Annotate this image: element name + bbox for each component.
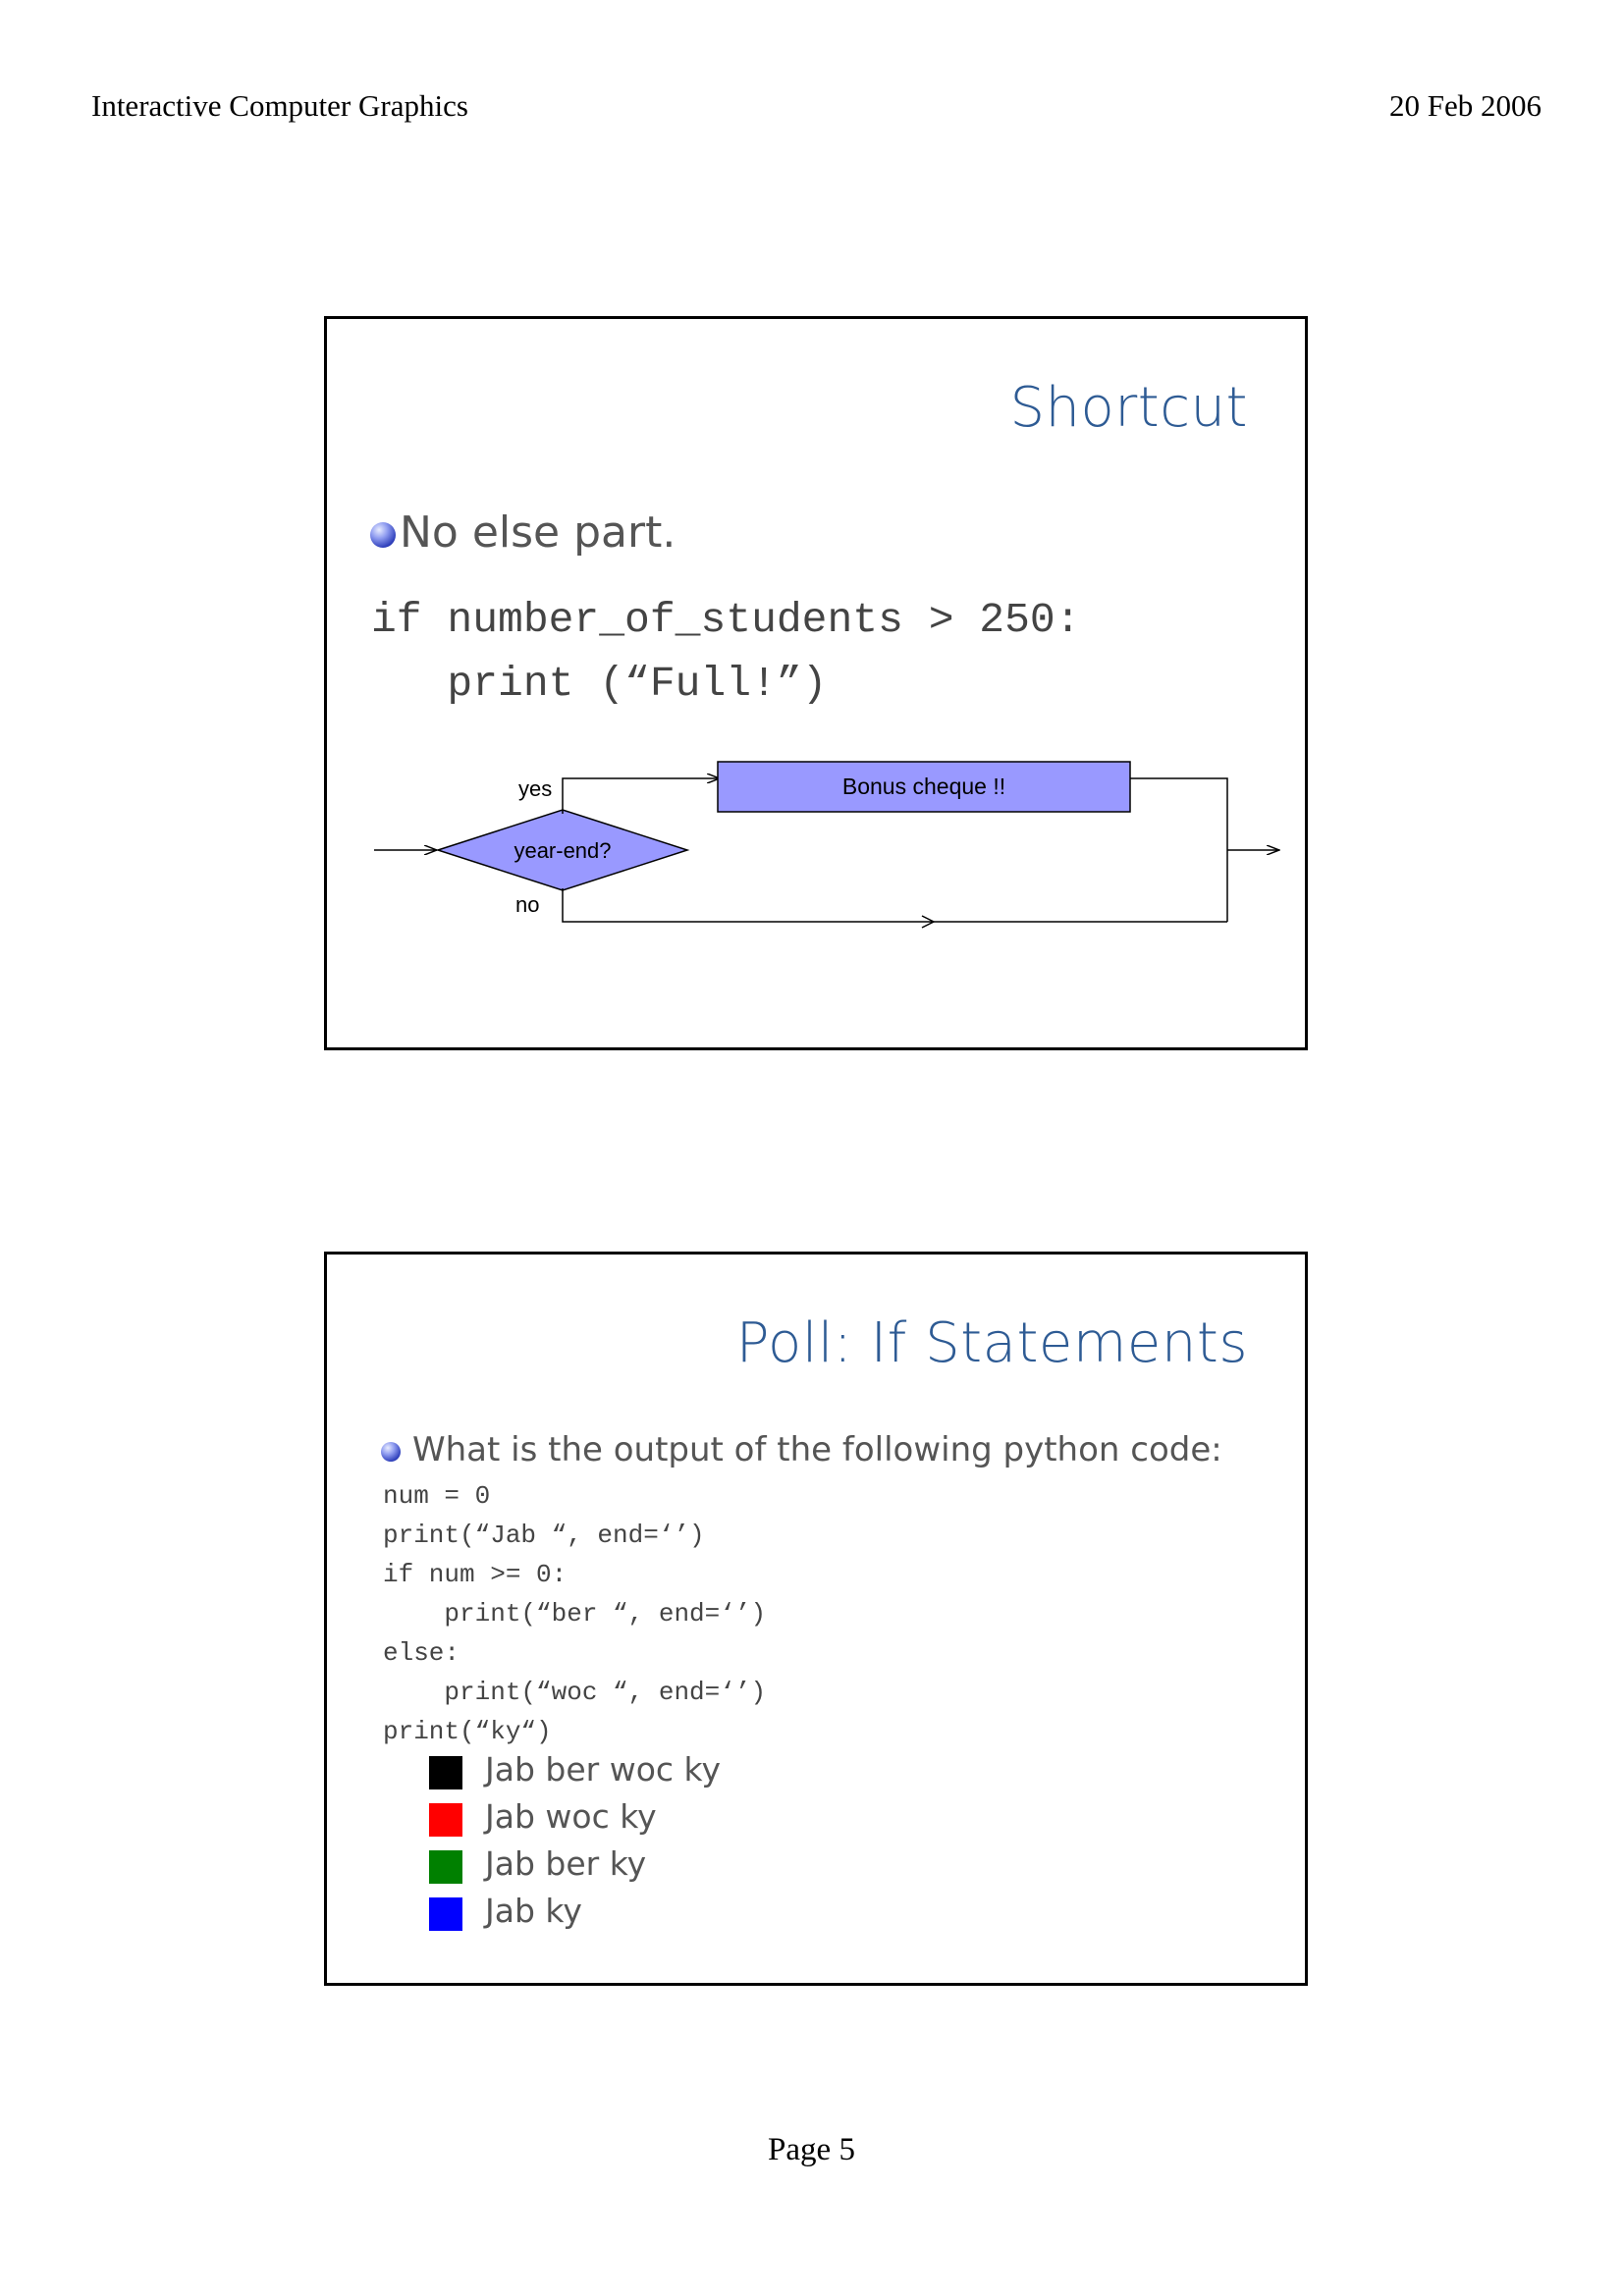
color-square-icon <box>429 1803 462 1837</box>
poll-option-label: Jab ber woc ky <box>485 1750 721 1789</box>
color-square-icon <box>429 1850 462 1884</box>
decision-label: year-end? <box>514 838 611 863</box>
bullet-ball-icon <box>381 1441 401 1462</box>
yes-path <box>562 778 720 814</box>
code-line: print(“woc “, end=‘’) <box>383 1678 767 1707</box>
bullet-text: No else part. <box>400 507 676 558</box>
code-line-1: if number_of_students > 250: <box>371 596 1081 644</box>
code-line: num = 0 <box>383 1481 491 1511</box>
color-square-icon <box>429 1756 462 1789</box>
yes-label: yes <box>518 776 552 801</box>
code-line: print(“Jab “, end=‘’) <box>383 1521 705 1550</box>
action-label: Bonus cheque !! <box>842 774 1005 799</box>
bullet-item: No else part. <box>370 507 676 558</box>
poll-option-label: Jab ber ky <box>485 1844 647 1883</box>
code-line-2: print (“Full!”) <box>371 660 828 708</box>
bullet-text: What is the output of the following pyth… <box>412 1430 1222 1469</box>
color-square-icon <box>429 1897 462 1931</box>
merge-path-top <box>1130 777 1228 922</box>
flowchart: year-end? yes Bonus cheque !! no <box>374 761 1305 929</box>
slide-title: Poll: If Statements <box>735 1311 1248 1375</box>
slide-shortcut: Shortcut No else part. if number_of_stud… <box>324 316 1308 1050</box>
page-number: Page 5 <box>768 2132 855 2167</box>
no-path <box>562 888 1227 923</box>
bullet-ball-icon <box>370 522 396 548</box>
code-line: if num >= 0: <box>383 1560 568 1589</box>
code-line: else: <box>383 1638 460 1668</box>
poll-option-label: Jab ky <box>485 1892 582 1930</box>
header-course-title: Interactive Computer Graphics <box>91 88 468 123</box>
no-label: no <box>515 892 539 917</box>
header-date: 20 Feb 2006 <box>1389 88 1542 123</box>
decision-diamond <box>435 809 690 891</box>
bullet-item: What is the output of the following pyth… <box>381 1430 1222 1469</box>
slide-poll: Poll: If Statements What is the output o… <box>324 1252 1308 1986</box>
poll-option-label: Jab woc ky <box>485 1797 657 1836</box>
code-line: print(“ber “, end=‘’) <box>383 1599 767 1629</box>
slide-title: Shortcut <box>1009 376 1248 440</box>
no-path-arrowhead <box>921 915 936 929</box>
code-line: print(“ky“) <box>383 1717 552 1746</box>
action-box <box>717 761 1131 813</box>
